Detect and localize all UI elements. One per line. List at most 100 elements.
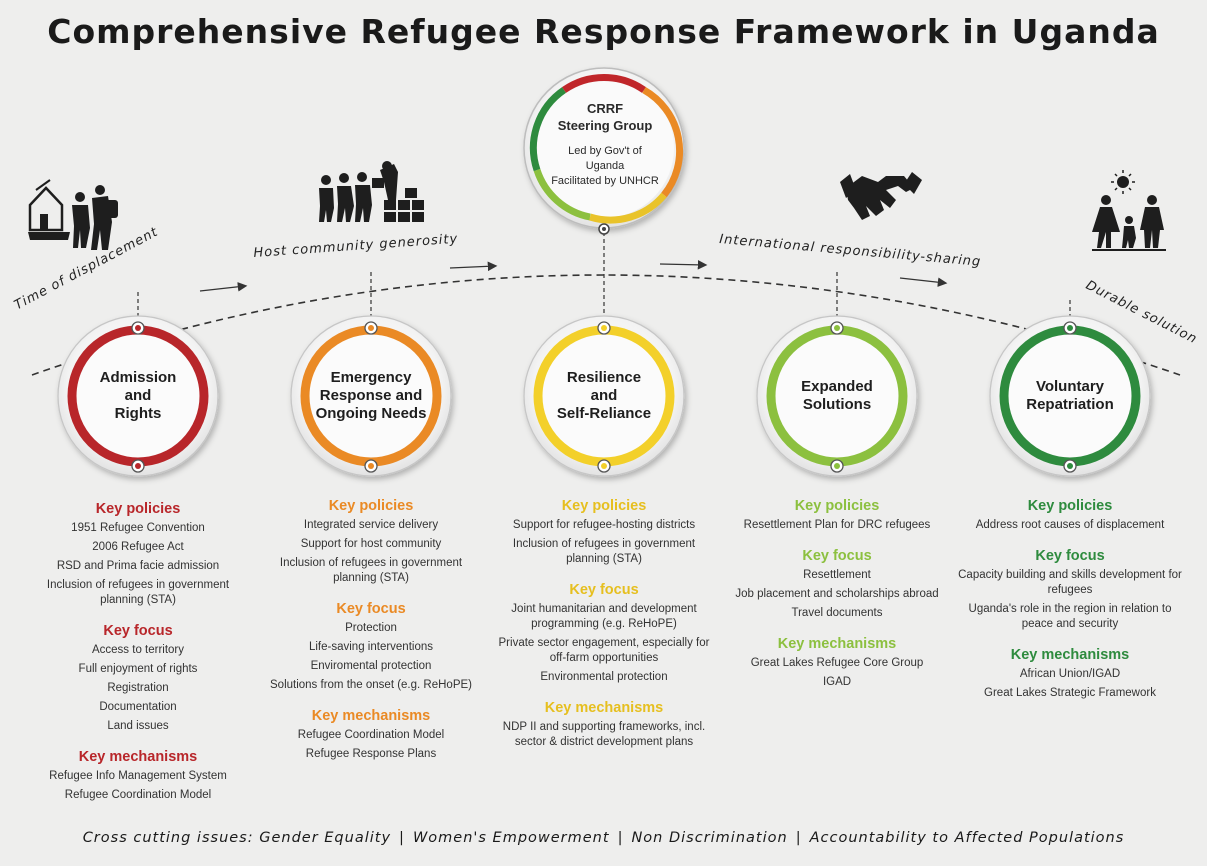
stage-circle-repatriation — [989, 315, 1151, 477]
steering-ring-red — [562, 74, 646, 93]
key-focus-item: Enviromental protection — [310, 660, 432, 672]
key-focus-title: Key focus — [802, 548, 872, 564]
key-policies-item: 2006 Refugee Act — [92, 541, 184, 553]
steering-sub-line1: Led by Gov't of Uganda — [568, 145, 642, 172]
steering-title-line1: CRRF — [586, 101, 624, 116]
key-policies-item: Inclusion of refugees in government plan… — [46, 579, 230, 606]
key-focus-title: Key focus — [336, 601, 406, 617]
handshake-icon — [840, 172, 922, 220]
key-policies-title: Key policies — [1027, 498, 1113, 514]
key-focus-item: Registration — [107, 682, 169, 694]
page-title: Comprehensive Refugee Response Framework… — [47, 12, 1160, 51]
key-focus-item: Access to territory — [91, 644, 185, 656]
stage-circle-emergency — [290, 315, 452, 477]
key-focus-item: Land issues — [107, 720, 169, 732]
key-focus-title: Key focus — [569, 582, 639, 598]
key-focus-title: Key focus — [103, 623, 173, 639]
key-focus-item: Documentation — [99, 701, 177, 713]
steering-ring-yellow — [588, 192, 667, 224]
stage-name-line: Repatriation — [1026, 396, 1114, 413]
stage-column-admission: Key policies 1951 Refugee Convention 2006 … — [25, 500, 251, 807]
stage-name-line: Self-Reliance — [556, 405, 652, 422]
timeline-arrow — [899, 277, 948, 287]
key-focus-item: Life-saving interventions — [308, 641, 433, 653]
footer-item: Cross cutting issues: Gender Equality — [82, 830, 392, 846]
timeline-arrow — [659, 260, 708, 270]
key-mechanisms-item: Great Lakes Refugee Core Group — [750, 657, 924, 669]
stage-name-line: Expanded — [801, 378, 873, 395]
key-mechanisms-title: Key mechanisms — [544, 700, 664, 716]
key-focus-item: Environmental protection — [540, 671, 668, 683]
stage-name-line: and — [124, 387, 152, 404]
key-mechanisms-item: African Union/IGAD — [1019, 668, 1121, 680]
footer-item: Non Discrimination — [631, 830, 788, 846]
family-sun-icon — [1092, 170, 1166, 251]
steering-title-line2: Steering Group — [557, 118, 653, 133]
steering-ring-orange — [642, 86, 684, 198]
stage-name-line: Admission — [99, 369, 177, 386]
key-policies-item: Address root causes of displacement — [975, 519, 1165, 531]
key-focus-item: Solutions from the onset (e.g. ReHoPE) — [270, 679, 472, 691]
key-focus-item: Joint humanitarian and development progr… — [511, 603, 697, 630]
key-mechanisms-item: NDP II and supporting frameworks, incl. … — [502, 721, 706, 748]
steering-sub-line2: Facilitated by UNHCR — [551, 175, 659, 187]
aid-distribution-icon — [319, 161, 424, 222]
key-policies-item: Support for host community — [300, 538, 442, 550]
key-policies-title: Key policies — [561, 498, 647, 514]
key-mechanisms-title: Key mechanisms — [78, 749, 198, 765]
key-focus-item: Uganda's role in the region in relation … — [968, 603, 1172, 630]
stage-name-line: Voluntary — [1035, 378, 1105, 395]
key-mechanisms-title: Key mechanisms — [1010, 647, 1130, 663]
key-mechanisms-title: Key mechanisms — [777, 636, 897, 652]
stage-name-line: Response and — [319, 387, 423, 404]
stage-name-line: and — [590, 387, 618, 404]
stage-name-line: Resilience — [566, 369, 642, 386]
cross-cutting-footer: Cross cutting issues: Gender Equality | Wo… — [0, 830, 1207, 846]
key-policies-item: 1951 Refugee Convention — [71, 522, 205, 534]
key-policies-item: Inclusion of refugees in government plan… — [512, 538, 696, 565]
key-policies-title: Key policies — [95, 501, 181, 517]
key-focus-item: Resettlement — [803, 569, 871, 581]
footer-separator: | — [795, 830, 802, 846]
footer-separator: | — [399, 830, 405, 846]
key-mechanisms-item: Refugee Coordination Model — [64, 789, 212, 801]
key-focus-item: Job placement and scholarships abroad — [735, 588, 939, 600]
stage-name-line: Rights — [114, 405, 162, 422]
key-focus-item: Private sector engagement, especially fo… — [498, 637, 710, 664]
steering-ring-darkgreen — [529, 87, 567, 172]
key-mechanisms-title: Key mechanisms — [311, 708, 431, 724]
key-policies-title: Key policies — [794, 498, 880, 514]
footer-item: Women's Empowerment — [412, 830, 610, 846]
timeline-arc — [31, 274, 1181, 376]
footer-separator: | — [617, 830, 624, 846]
displaced-family-icon — [28, 179, 118, 250]
stage-name-line: Ongoing Needs — [315, 405, 427, 422]
key-mechanisms-item: IGAD — [822, 676, 852, 688]
key-focus-item: Capacity building and skills development… — [958, 569, 1182, 596]
stage-circle-resilience — [523, 315, 685, 477]
key-policies-item: Integrated service delivery — [303, 519, 439, 531]
key-focus-title: Key focus — [1035, 548, 1105, 564]
key-policies-item: Inclusion of refugees in government plan… — [279, 557, 463, 584]
key-policies-item: RSD and Prima facie admission — [56, 560, 220, 572]
key-policies-item: Support for refugee-hosting districts — [512, 519, 696, 531]
steering-group-text: CRRF Steering Group Led by Gov't of Ugan… — [548, 100, 662, 189]
stage-circle-expanded — [756, 315, 918, 477]
steering-ring-lightgreen — [533, 168, 591, 221]
key-mechanisms-item: Great Lakes Strategic Framework — [984, 687, 1156, 699]
stage-name-line: Solutions — [802, 396, 872, 413]
timeline-arrow — [199, 282, 248, 292]
key-mechanisms-item: Refugee Info Management System — [49, 770, 227, 782]
key-focus-item: Full enjoyment of rights — [78, 663, 198, 675]
stage-circle-admission — [57, 315, 219, 477]
key-focus-item: Protection — [345, 622, 397, 634]
